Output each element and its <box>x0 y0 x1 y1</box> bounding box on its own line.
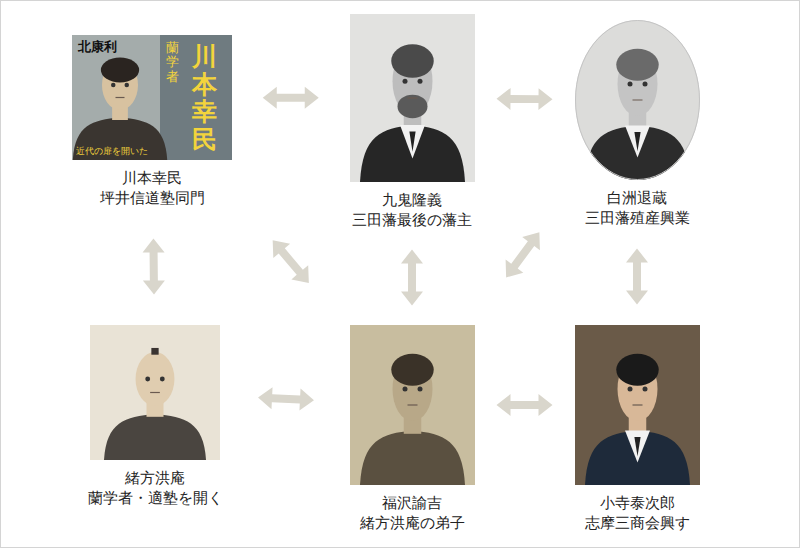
cover-text: 北康利 <box>78 38 117 56</box>
portrait-eye <box>111 83 116 88</box>
person-name: 川本幸民 <box>122 169 182 189</box>
portrait <box>575 20 700 180</box>
person-node: 白洲退蔵三田藩殖産興業 <box>575 20 700 228</box>
portrait-beard <box>397 95 427 119</box>
portrait-group <box>72 35 232 160</box>
portrait-topknot <box>151 348 158 355</box>
portrait-hair <box>616 354 659 386</box>
portrait-eye <box>402 79 407 84</box>
portrait-collar <box>400 125 425 159</box>
portrait-group <box>350 14 475 182</box>
portrait-group <box>575 20 700 180</box>
portrait-head <box>136 352 175 406</box>
person-node: 北康利蘭学者川本幸民近代の扉を開いた川本幸民坪井信道塾同門 <box>72 35 232 208</box>
portrait-mouth <box>150 392 160 393</box>
portrait: 北康利 蘭学者川本幸民近代の扉を開いた <box>72 35 232 160</box>
double-arrow <box>497 88 553 110</box>
portrait-mouth <box>407 404 417 405</box>
portrait-eye <box>125 83 130 88</box>
person-role: 蘭学者・適塾を開く <box>88 489 223 509</box>
portrait-eye <box>627 82 632 87</box>
portrait-background <box>72 35 232 160</box>
portrait-eye <box>417 387 422 392</box>
double-arrow <box>258 387 314 410</box>
portrait-background <box>575 325 700 485</box>
person-role: 三田藩殖産興業 <box>585 209 690 229</box>
double-arrow <box>143 239 165 295</box>
portrait-oval-edge <box>575 21 699 180</box>
double-arrow <box>263 87 319 109</box>
portrait-eye <box>642 82 647 87</box>
double-arrow <box>506 232 540 277</box>
cover-title: 蘭学者 <box>166 41 179 84</box>
person-name: 福沢諭吉 <box>382 494 442 514</box>
double-arrow <box>273 240 309 283</box>
portrait-illustration <box>350 325 475 485</box>
portrait-collar <box>625 431 650 463</box>
portrait-mouth <box>407 97 417 98</box>
portrait-background <box>350 325 475 485</box>
portrait-group <box>350 325 475 485</box>
portrait-eye <box>145 377 150 382</box>
portrait-body <box>360 431 465 485</box>
cover-band <box>160 35 232 160</box>
portrait-collar <box>625 126 650 158</box>
person-role: 緒方洪庵の弟子 <box>360 514 465 534</box>
portrait-background <box>90 325 220 460</box>
portrait-body <box>73 118 168 161</box>
portrait <box>350 325 475 485</box>
cover-title: 川本幸民 <box>192 43 217 153</box>
double-arrow <box>401 250 423 306</box>
portrait-body <box>360 125 465 182</box>
portrait-background <box>350 14 475 182</box>
portrait-hair <box>101 58 139 83</box>
person-role: 坪井信道塾同門 <box>100 189 205 209</box>
portrait-tie <box>409 132 415 152</box>
person-node: 福沢諭吉緒方洪庵の弟子 <box>350 325 475 533</box>
portrait <box>350 14 475 182</box>
person-role: 三田藩最後の藩主 <box>352 211 472 231</box>
portrait-eye <box>402 387 407 392</box>
double-arrow <box>497 394 553 416</box>
double-arrow <box>626 249 648 305</box>
cover-text: 近代の扉を開いた <box>76 145 148 158</box>
person-node: 緒方洪庵蘭学者・適塾を開く <box>88 325 223 508</box>
portrait-body <box>104 414 206 460</box>
person-name: 緒方洪庵 <box>125 469 185 489</box>
portrait <box>575 325 700 485</box>
portrait-illustration <box>350 14 475 182</box>
portrait-hair <box>391 354 434 386</box>
portrait-illustration <box>575 20 700 180</box>
portrait-eye <box>642 387 647 392</box>
person-name: 小寺泰次郎 <box>600 494 675 514</box>
portrait-illustration <box>90 325 220 460</box>
portrait-hair <box>391 44 434 78</box>
portrait-background <box>575 20 700 180</box>
portrait-eye <box>417 79 422 84</box>
portrait-illustration <box>575 325 700 485</box>
portrait-hair <box>616 49 659 81</box>
portrait-tie <box>634 437 640 456</box>
portrait-group <box>90 325 220 460</box>
person-node: 九鬼隆義三田藩最後の藩主 <box>350 14 475 230</box>
person-name: 九鬼隆義 <box>382 191 442 211</box>
portrait-eye <box>627 387 632 392</box>
person-name: 白洲退蔵 <box>607 189 667 209</box>
portrait-body <box>585 431 690 485</box>
portrait-mouth <box>632 404 642 405</box>
portrait-group <box>575 325 700 485</box>
portrait <box>90 325 220 460</box>
portrait-mouth <box>632 99 642 100</box>
portrait-tie <box>634 132 640 151</box>
portrait-eye <box>160 377 165 382</box>
person-role: 志摩三商会興す <box>585 514 690 534</box>
portrait-mouth <box>116 97 125 98</box>
portrait-body <box>585 126 690 180</box>
person-node: 小寺泰次郎志摩三商会興す <box>575 325 700 533</box>
